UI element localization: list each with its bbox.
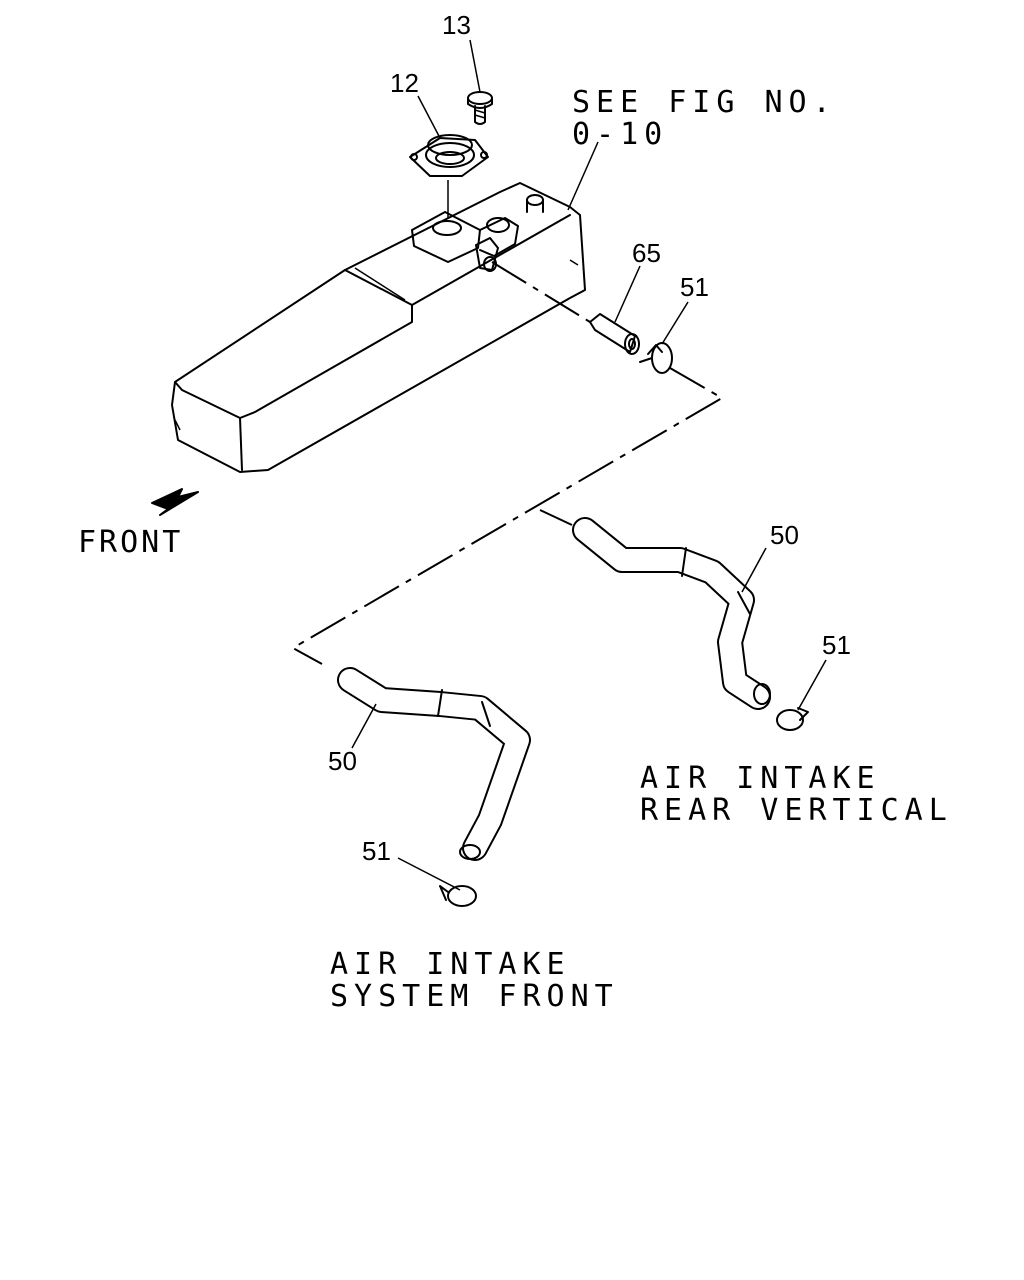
callout-13: 13: [442, 10, 471, 40]
clamp-part-51-top: [639, 342, 673, 374]
callout-51-front: 51: [362, 836, 391, 866]
system-front-label-line2: SYSTEM FRONT: [330, 979, 619, 1014]
front-label: FRONT: [78, 525, 183, 560]
callout-50-rear: 50: [770, 520, 799, 550]
routing-lines: [290, 261, 724, 665]
front-arrow-icon: [151, 488, 199, 516]
bolt-part-13: [467, 91, 493, 125]
rear-vertical-label-line2: REAR VERTICAL: [640, 793, 953, 828]
see-fig-label-line1: SEE FIG NO.: [572, 85, 837, 120]
valve-cover: [171, 182, 586, 473]
see-fig-label-line2: 0-10: [572, 117, 668, 152]
system-front-label-line1: AIR INTAKE: [330, 947, 571, 982]
pcv-valve-part-12: [409, 134, 489, 218]
clamp-part-51-rear: [776, 707, 809, 731]
clamp-part-51-front: [439, 885, 477, 907]
callout-50-front: 50: [328, 746, 357, 776]
connector-part-65: [589, 313, 640, 355]
callout-51-rear: 51: [822, 630, 851, 660]
hose-part-50-front: [337, 667, 531, 861]
callout-leaders: [351, 39, 827, 891]
callout-12: 12: [390, 68, 419, 98]
rear-vertical-label-line1: AIR INTAKE: [640, 761, 881, 796]
hose-part-50-rear: [572, 517, 771, 710]
callout-65: 65: [632, 238, 661, 268]
callout-51-top: 51: [680, 272, 709, 302]
